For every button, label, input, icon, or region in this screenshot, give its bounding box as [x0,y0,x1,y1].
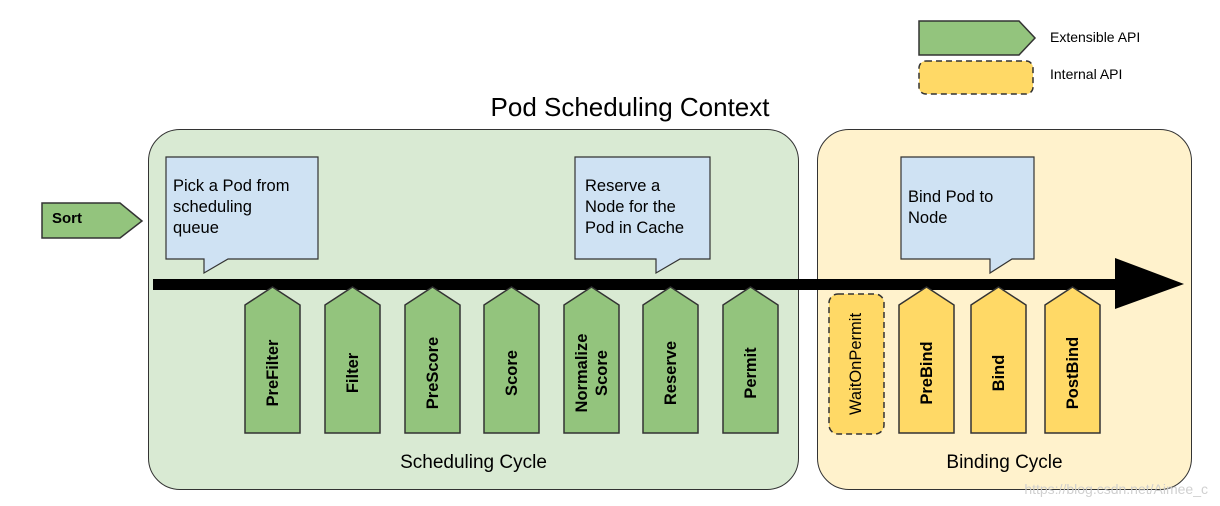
plugin-label-line: PreBind [917,341,936,405]
callout-line: queue [173,219,219,237]
plugin-permit-label: Permit [741,308,761,438]
plugin-permit-shape [722,286,779,434]
plugin-prebind-label: PreBind [917,308,937,438]
callout-reserve-text: Reserve a Node for the Pod in Cache [585,176,705,239]
plugin-label-line: Permit [741,347,760,399]
plugin-label-line: PostBind [1063,336,1082,410]
plugin-reserve-shape [642,286,699,434]
sort-arrow-shape [41,202,144,239]
plugin-label-line: Bind [989,354,1008,392]
binding-cycle-label: Binding Cycle [946,452,1063,473]
sort-label: Sort [52,210,82,227]
wait-on-permit-label: WaitOnPermit [847,312,865,416]
plugin-label-line: Normalize [572,333,591,413]
callout-line: Pod in Cache [585,219,685,237]
plugin-label-line: Score [592,350,611,396]
plugin-prefilter-label: PreFilter [263,308,283,438]
plugin-filter-shape [324,286,381,434]
callout-reserve-shape [574,156,711,275]
plugin-score-shape [483,286,540,434]
plugin-label-line: PreScore [423,336,442,410]
diagram-title: Pod Scheduling Context [490,92,770,122]
plugin-reserve-label: Reserve [661,308,681,438]
plugin-normalize-score-shape [563,286,620,434]
watermark-text: https://blog.csdn.net/Aimee_c [1024,481,1208,497]
plugin-label-line: Reserve [661,340,680,406]
callout-bind-shape [900,156,1035,275]
callout-line: Node [908,209,948,227]
callout-line: Bind Pod to [908,188,994,206]
plugin-prebind-shape [898,286,955,434]
legend-internal-label: Internal API [1050,66,1123,82]
legend-extensible-label: Extensible API [1050,29,1141,45]
plugin-prescore-shape [404,286,461,434]
plugin-score-label: Score [502,308,522,438]
plugin-bind-shape [970,286,1027,434]
timeline-arrow-head [1115,258,1184,309]
legend-internal-swatch [918,60,1034,95]
plugin-postbind-label: PostBind [1063,308,1083,438]
wait-on-permit-box [828,293,885,435]
callout-bind-text: Bind Pod to Node [908,187,1028,229]
legend-extensible-swatch [918,20,1037,56]
plugin-prefilter-shape [244,286,301,434]
callout-line: Reserve a [585,177,661,195]
timeline-arrow-shaft [153,279,1143,290]
plugin-bind-label: Bind [989,308,1009,438]
plugin-label-line: Filter [343,352,362,394]
callout-line: scheduling [173,198,252,216]
callout-pick-pod-shape [165,156,319,275]
callout-line: Node for the [585,198,676,216]
callout-line: Pick a Pod from [173,177,290,195]
plugin-postbind-shape [1044,286,1101,434]
scheduling-cycle-label: Scheduling Cycle [400,452,547,473]
plugin-prescore-label: PreScore [423,308,443,438]
callout-pick-pod-text: Pick a Pod from scheduling queue [173,176,313,239]
plugin-label-line: Score [502,350,521,396]
plugin-filter-label: Filter [343,308,363,438]
plugin-label-line: PreFilter [263,339,282,407]
